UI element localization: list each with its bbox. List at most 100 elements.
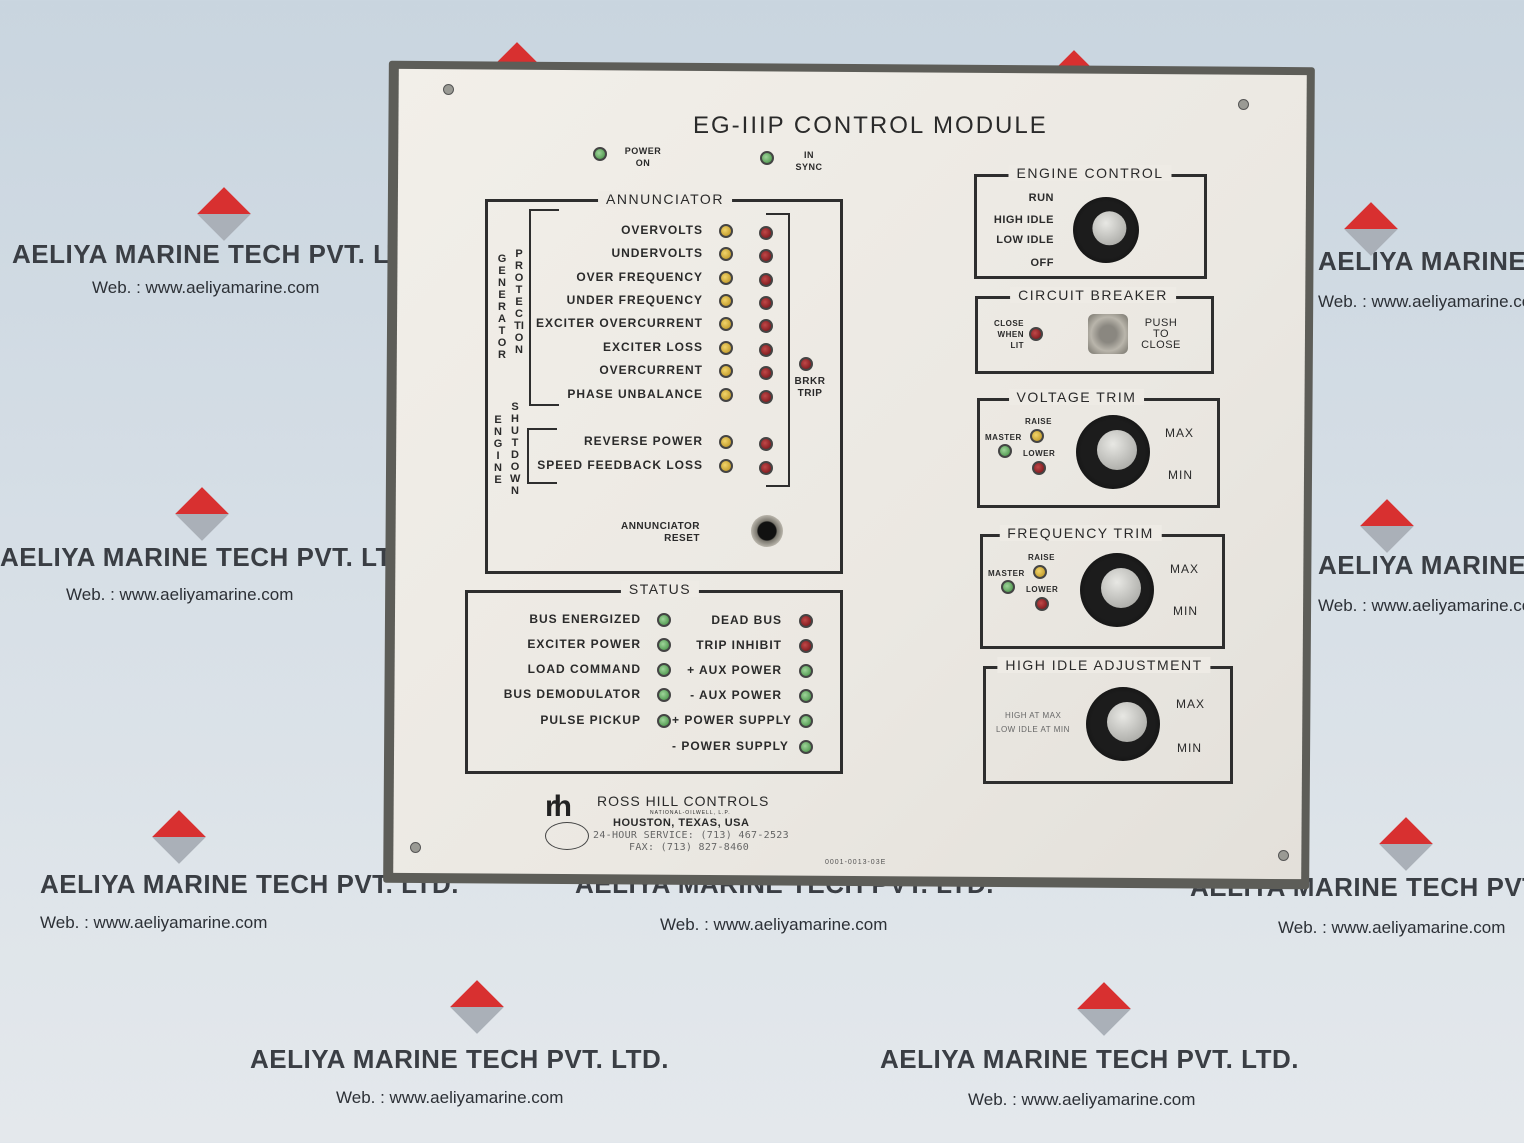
engine-pos-off: OFF (1030, 257, 1054, 269)
annunciator-yellow-led (719, 271, 733, 285)
maker-fax: FAX: (713) 827-8460 (629, 842, 750, 853)
status-green-led (657, 663, 671, 677)
maker-service: 24-HOUR SERVICE: (713) 467-2523 (593, 830, 789, 841)
master-label: MASTER (988, 569, 1025, 578)
status-green-led (657, 638, 671, 652)
engine-vertical-label: ENGINE (493, 414, 503, 486)
brkr-trip-bracket (766, 213, 790, 487)
voltage-trim-title: VOLTAGE TRIM (1008, 389, 1145, 405)
annunciator-yellow-led (719, 224, 733, 238)
brkr-trip-led (799, 357, 813, 371)
watermark-logo-icon (1077, 982, 1131, 1036)
annunciator-red-led (759, 343, 773, 357)
watermark-company: AELIYA MARINE TECH PVT. LTD. (880, 1044, 1299, 1074)
max-label: MAX (1170, 562, 1200, 576)
part-number: 0001-0013-03E (825, 859, 887, 866)
master-led (998, 444, 1012, 458)
annunciator-label: OVERCURRENT (599, 363, 703, 377)
annunciator-label: EXCITER LOSS (602, 340, 703, 354)
maker-sub: NATIONAL-OILWELL, L.P. (650, 810, 731, 816)
knob-cap (1101, 568, 1141, 608)
high-idle-knob[interactable] (1086, 687, 1160, 761)
engine-pos-run: RUN (1028, 192, 1054, 204)
max-label: MAX (1176, 697, 1206, 711)
annunciator-red-led (759, 249, 773, 263)
annunciator-label: REVERSE POWER (583, 434, 703, 448)
watermark-web: Web. : www.aeliyamarine.com (92, 278, 320, 297)
high-idle-note2: LOW IDLE AT MIN (996, 725, 1070, 734)
in-sync-label: IN SYNC (795, 150, 823, 172)
maker-name: ROSS HILL CONTROLS (597, 793, 770, 809)
status-label: EXCITER POWER (527, 637, 641, 651)
frequency-trim-knob[interactable] (1080, 553, 1154, 627)
annunciator-yellow-led (719, 364, 733, 378)
status-label: TRIP INHIBIT (696, 638, 782, 652)
lower-led (1032, 461, 1046, 475)
status-label: - AUX POWER (690, 688, 782, 702)
maker-city: HOUSTON, TEXAS, USA (613, 817, 750, 829)
watermark-web: Web. : www.aeliyamarine.com (336, 1088, 564, 1107)
annunciator-yellow-led (719, 294, 733, 308)
annunciator-label: OVER FREQUENCY (576, 270, 703, 284)
status-label: DEAD BUS (711, 613, 782, 627)
annunciator-label: SPEED FEEDBACK LOSS (537, 458, 703, 472)
annunciator-label: UNDERVOLTS (611, 246, 703, 260)
watermark-company: AELIYA MARINE TECH PVT. LTD. (250, 1044, 669, 1074)
annunciator-yellow-led (719, 247, 733, 261)
raise-led (1033, 565, 1047, 579)
push-to-close-button[interactable] (1088, 314, 1128, 354)
status-label: - POWER SUPPLY (672, 739, 789, 753)
screw (443, 84, 454, 95)
master-led (1001, 580, 1015, 594)
status-label: BUS DEMODULATOR (503, 687, 641, 701)
watermark-web: Web. : www.aeliyamarine.com (40, 913, 268, 932)
engine-control-selector-knob[interactable] (1073, 197, 1139, 263)
watermark-logo-icon (1360, 499, 1414, 553)
min-label: MIN (1173, 604, 1198, 618)
status-led (799, 740, 813, 754)
engine-pos-low-idle: LOW IDLE (996, 234, 1054, 246)
master-label: MASTER (985, 433, 1022, 442)
watermark-logo-icon (197, 187, 251, 241)
annunciator-yellow-led (719, 435, 733, 449)
high-idle-title: HIGH IDLE ADJUSTMENT (997, 657, 1211, 673)
screw (1278, 850, 1289, 861)
annunciator-yellow-led (719, 341, 733, 355)
status-green-led (657, 688, 671, 702)
status-led (799, 689, 813, 703)
annunciator-label: UNDER FREQUENCY (566, 293, 703, 307)
raise-label: RAISE (1025, 417, 1052, 426)
voltage-trim-knob[interactable] (1076, 415, 1150, 489)
globe-icon (545, 822, 589, 850)
watermark-logo-icon (175, 487, 229, 541)
annunciator-label: EXCITER OVERCURRENT (535, 316, 703, 330)
watermark-web: Web. : www.aeliyamarine.com (660, 915, 888, 934)
power-on-led (593, 147, 607, 161)
annunciator-red-led (759, 366, 773, 380)
annunciator-red-led (759, 273, 773, 287)
status-led (799, 639, 813, 653)
annunciator-red-led (759, 226, 773, 240)
knob-cap (1107, 702, 1147, 742)
status-label: PULSE PICKUP (540, 713, 641, 727)
annunciator-red-led (759, 437, 773, 451)
annunciator-red-led (759, 390, 773, 404)
annunciator-reset-label: ANNUNCIATOR RESET (620, 521, 700, 544)
status-led (799, 664, 813, 678)
annunciator-label: PHASE UNBALANCE (567, 387, 703, 401)
watermark-web: Web. : www.aeliyamarine.com (1278, 918, 1506, 937)
close-when-lit-label: CLOSE WHEN LIT (993, 319, 1024, 350)
knob-cap (1097, 430, 1137, 470)
protection-bracket (529, 209, 559, 406)
watermark-logo-icon (152, 810, 206, 864)
engine-pos-high-idle: HIGH IDLE (993, 214, 1054, 226)
watermark-web: Web. : www.aeliyamarine.com (1318, 596, 1524, 615)
lower-label: LOWER (1026, 585, 1059, 594)
lower-led (1035, 597, 1049, 611)
watermark-logo-icon (450, 980, 504, 1034)
raise-led (1030, 429, 1044, 443)
circuit-breaker-title: CIRCUIT BREAKER (1010, 287, 1176, 303)
annunciator-title: ANNUNCIATOR (598, 191, 732, 207)
watermark-company: AELIYA MARINE TECH PVT. LTD. (1318, 550, 1524, 580)
annunciator-reset-button[interactable] (751, 515, 783, 547)
